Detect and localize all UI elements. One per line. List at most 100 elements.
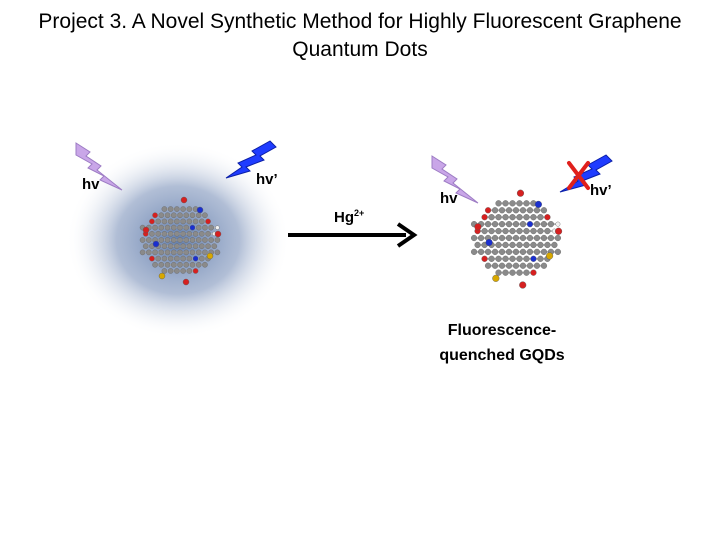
carbon-atom [139, 237, 146, 243]
carbon-atom [540, 234, 548, 242]
nitrogen-atom [485, 238, 493, 247]
carbon-atom [205, 231, 211, 237]
oxygen-atom [149, 218, 155, 225]
carbon-atom [544, 227, 551, 235]
carbon-atom [211, 243, 218, 249]
carbon-atom [484, 248, 492, 255]
carbon-atom [183, 249, 190, 256]
reaction-arrow [288, 222, 418, 248]
carbon-atom [146, 237, 152, 243]
carbon-atom [516, 200, 523, 207]
carbon-atom [502, 269, 509, 276]
carbon-atom [537, 255, 544, 262]
carbon-atom [526, 262, 534, 269]
nitrogen-atom [534, 200, 542, 208]
hydrogen-atom [215, 225, 220, 230]
carbon-atom [519, 262, 527, 269]
carbon-atom [192, 231, 199, 237]
nitrogen-atom [189, 224, 196, 231]
carbon-atom [491, 234, 499, 242]
carbon-atom [540, 221, 548, 228]
carbon-atom [161, 243, 168, 249]
carbon-atom [214, 237, 221, 243]
carbon-atom [174, 255, 180, 262]
carbon-atom [488, 227, 495, 235]
nitrogen-atom [526, 221, 534, 228]
carbon-atom [167, 255, 174, 262]
carbon-atom [491, 248, 499, 255]
carbon-atom [533, 248, 541, 255]
carbon-atom [551, 241, 558, 249]
carbon-atom [149, 231, 155, 237]
carbon-atom [170, 249, 177, 256]
carbon-atom [183, 212, 190, 219]
carbon-atom [186, 268, 193, 274]
carbon-atom [537, 227, 544, 235]
carbon-atom [509, 200, 516, 207]
oxygen-atom [481, 214, 488, 221]
carbon-atom [199, 218, 205, 225]
oxygen-atom [182, 278, 190, 286]
carbon-atom [495, 200, 502, 207]
carbon-atom [170, 261, 177, 268]
carbon-atom [533, 221, 541, 228]
carbon-atom [540, 207, 548, 214]
carbon-atom [202, 212, 208, 219]
slide-title: Project 3. A Novel Synthetic Method for … [0, 8, 720, 64]
carbon-atom [512, 221, 520, 228]
carbon-atom [170, 224, 177, 231]
carbon-atom [547, 221, 555, 228]
carbon-atom [183, 224, 190, 231]
excitation-label: hv [82, 176, 100, 193]
carbon-atom [161, 206, 168, 212]
carbon-atom [512, 234, 520, 242]
hydrogen-atom [555, 221, 561, 227]
carbon-atom [177, 224, 183, 231]
carbon-atom [158, 249, 165, 256]
carbon-atom [523, 241, 530, 249]
carbon-atom [484, 262, 492, 269]
carbon-atom [516, 227, 523, 235]
carbon-atom [484, 221, 492, 228]
carbon-atom [526, 248, 534, 255]
carbon-atom [477, 248, 485, 255]
carbon-atom [526, 207, 534, 214]
sulfur-atom [492, 274, 500, 282]
carbon-atom [523, 214, 530, 221]
carbon-atom [523, 255, 530, 262]
carbon-atom [161, 218, 168, 225]
carbon-atom [512, 248, 520, 255]
carbon-atom [183, 237, 190, 243]
carbon-atom [164, 249, 171, 256]
carbon-atom [509, 227, 516, 235]
carbon-atom [161, 231, 168, 237]
carbon-atom [170, 237, 177, 243]
sulfur-atom [206, 252, 214, 260]
carbon-atom [146, 249, 152, 256]
carbon-atom [502, 200, 509, 207]
carbon-atom [167, 243, 174, 249]
carbon-atom [495, 214, 502, 221]
oxygen-atom [152, 212, 158, 219]
carbon-atom [174, 243, 180, 249]
emission-lightning-icon [559, 154, 613, 193]
carbon-atom [533, 262, 541, 269]
carbon-atom [502, 227, 509, 235]
oxygen-atom [519, 281, 527, 289]
oxygen-atom [530, 269, 537, 276]
carbon-atom [519, 248, 527, 255]
carbon-atom [186, 255, 193, 262]
carbon-atom [205, 243, 211, 249]
carbon-atom [177, 212, 183, 219]
carbon-atom [505, 221, 513, 228]
carbon-atom [202, 237, 208, 243]
carbon-atom [512, 207, 520, 214]
carbon-atom [530, 241, 537, 249]
carbon-atom [516, 269, 523, 276]
carbon-atom [214, 249, 221, 256]
carbon-atom [554, 248, 562, 255]
oxygen-atom [142, 226, 150, 234]
carbon-atom [498, 221, 506, 228]
oxygen-atom [555, 227, 563, 235]
